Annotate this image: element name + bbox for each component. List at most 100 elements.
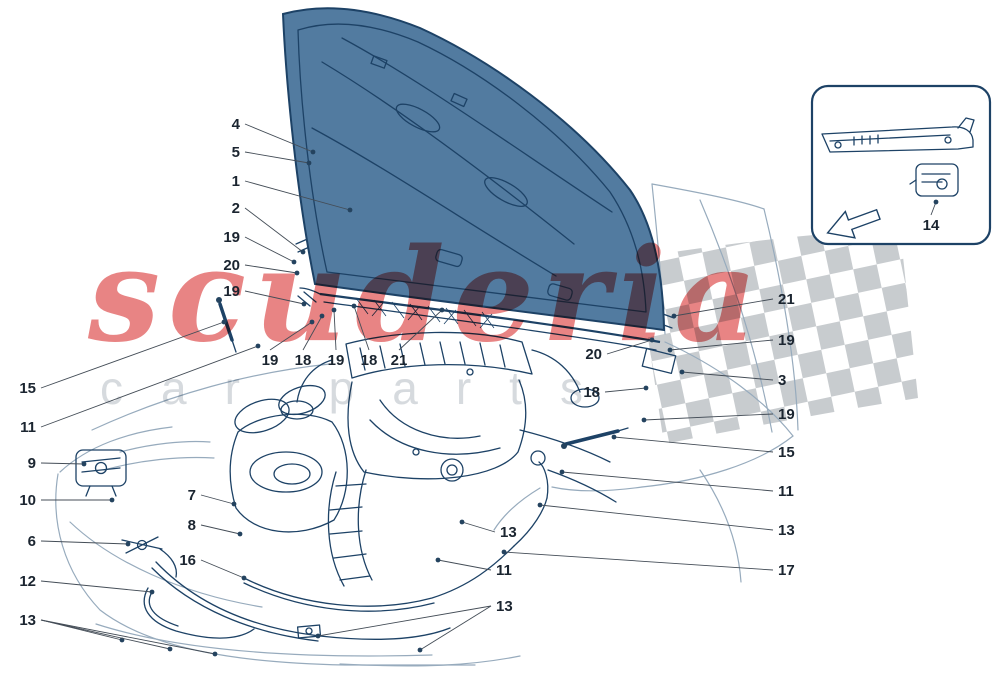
callout-label-3: 3	[778, 372, 786, 389]
gas-strut-right	[561, 427, 629, 449]
hood-illustration	[281, 7, 666, 332]
callout-label-15: 15	[19, 380, 36, 397]
callout-label-7: 7	[188, 487, 196, 504]
callout-label-20: 20	[585, 346, 602, 363]
part-point	[347, 207, 353, 213]
leader-line	[503, 551, 774, 571]
callout-label-19: 19	[778, 332, 795, 349]
callout-label-2: 2	[232, 200, 240, 217]
part-point	[231, 501, 237, 507]
callout-label-15: 15	[778, 444, 795, 461]
part-point	[435, 557, 441, 563]
part-point	[167, 646, 173, 652]
part-point	[331, 307, 337, 313]
part-point	[310, 149, 316, 155]
part-point	[643, 385, 649, 391]
watermark-subtitle: car parts	[100, 362, 621, 414]
part-point	[212, 651, 218, 657]
leader-line	[244, 264, 298, 274]
watermark: scuderia car parts	[87, 221, 757, 414]
leader-line	[40, 321, 225, 389]
callout-label-19: 19	[778, 406, 795, 423]
part-point	[241, 575, 247, 581]
callout-label-20: 20	[223, 257, 240, 274]
leader-line	[604, 387, 647, 393]
leader-line	[40, 619, 216, 655]
leader-line	[200, 559, 245, 579]
part-point	[559, 469, 565, 475]
leader-line	[244, 151, 310, 164]
callout-label-9: 9	[28, 455, 36, 472]
callout-label-13: 13	[500, 524, 517, 541]
callout-label-13: 13	[778, 522, 795, 539]
leader-line	[333, 309, 337, 351]
leader-line	[200, 524, 241, 535]
part-point	[221, 319, 227, 325]
part-point	[125, 541, 131, 547]
callout-label-11: 11	[778, 483, 794, 500]
leader-line	[398, 309, 443, 351]
leader-line	[40, 540, 129, 545]
leader-line	[302, 315, 323, 351]
part-point	[351, 303, 357, 309]
part-point	[417, 647, 423, 653]
part-point	[671, 313, 677, 319]
leader-line	[353, 305, 370, 351]
part-point	[537, 502, 543, 508]
leader-line	[643, 413, 774, 421]
leader-line	[244, 236, 295, 263]
leader-line	[40, 462, 85, 465]
part-point	[501, 549, 507, 555]
leader-line	[461, 521, 496, 533]
part-point	[649, 337, 655, 343]
callout-label-5: 5	[232, 144, 240, 161]
callout-label-16: 16	[179, 552, 196, 569]
car-body-illustration	[55, 183, 799, 667]
part-point	[291, 259, 297, 265]
direction-arrow-icon	[826, 208, 881, 239]
part-point	[315, 633, 321, 639]
leader-line	[606, 339, 653, 355]
part-point	[109, 497, 115, 503]
leader-line	[244, 207, 304, 253]
part-point	[933, 199, 939, 205]
callout-label-21: 21	[778, 291, 795, 308]
part-point	[255, 343, 261, 349]
callout-label-18: 18	[295, 352, 312, 369]
callout-label-19: 19	[262, 352, 279, 369]
callout-label-11: 11	[496, 562, 512, 579]
cowl-weatherstrip	[299, 287, 661, 351]
part-point	[459, 519, 465, 525]
vent-hatching	[355, 297, 495, 329]
callout-label-10: 10	[19, 492, 36, 509]
part-point	[237, 531, 243, 537]
callout-label-19: 19	[223, 283, 240, 300]
leader-line	[40, 580, 153, 593]
callout-label-13: 13	[496, 598, 513, 615]
callout-label-18: 18	[361, 352, 378, 369]
part-point	[294, 270, 300, 276]
inset-rail-part	[821, 117, 975, 153]
callout-label-19: 19	[223, 229, 240, 246]
leader-line	[669, 339, 774, 351]
leader-line	[40, 619, 171, 650]
callout-label-19: 19	[328, 352, 345, 369]
callout-label-17: 17	[778, 562, 795, 579]
leader-line	[419, 605, 492, 651]
callout-label-21: 21	[391, 352, 408, 369]
leader-line	[244, 180, 351, 211]
leader-line	[200, 494, 235, 505]
callout-label-1: 1	[232, 173, 240, 190]
part-point	[319, 313, 325, 319]
callout-label-4: 4	[232, 116, 241, 133]
leader-line	[613, 436, 774, 453]
callout-label-13: 13	[19, 612, 36, 629]
part-point	[81, 461, 87, 467]
leader-line	[681, 371, 774, 381]
part-point	[309, 319, 315, 325]
part-point	[679, 369, 685, 375]
part-point	[611, 434, 617, 440]
leader-line	[437, 559, 492, 571]
